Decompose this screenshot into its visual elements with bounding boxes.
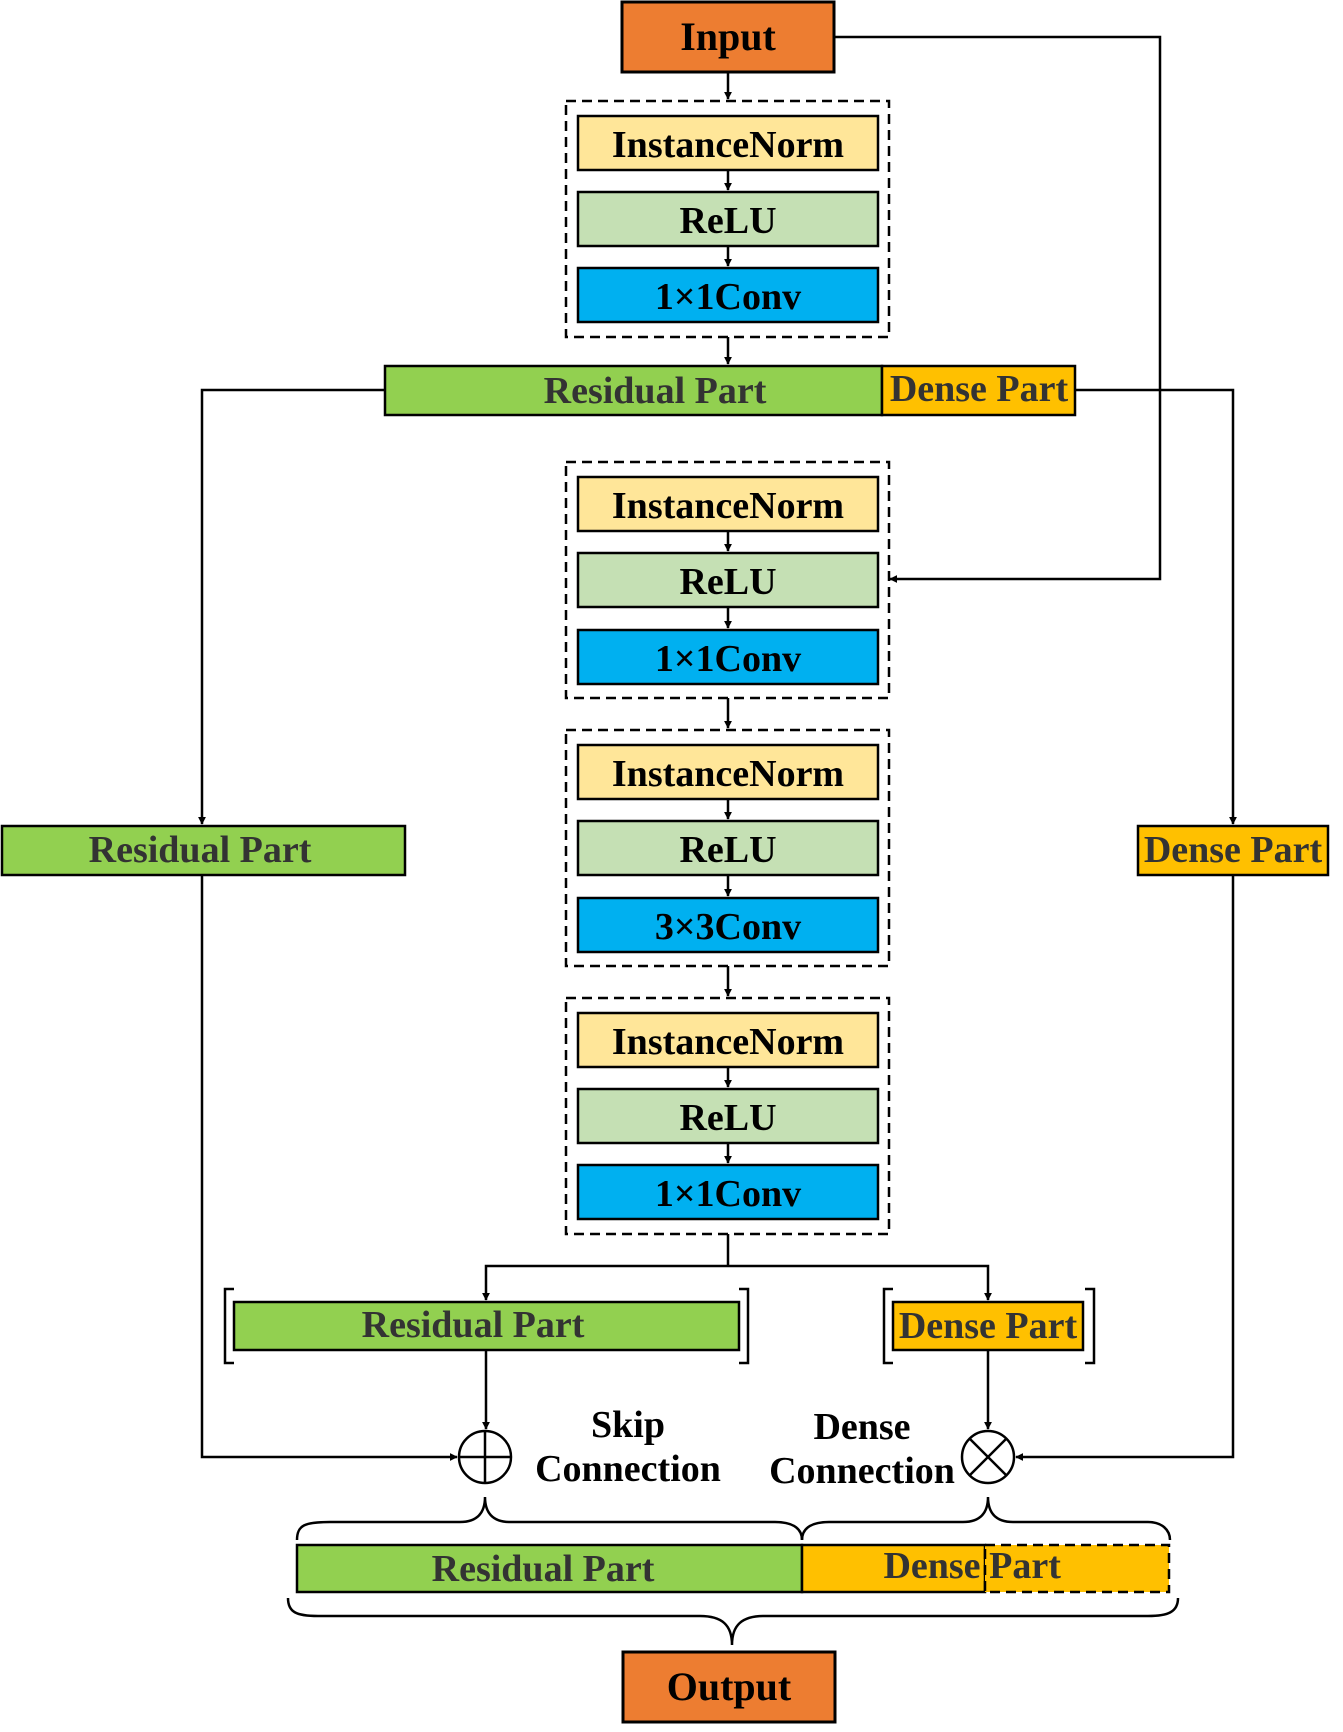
top-brace-right [800,1496,1172,1541]
output-label: Output [667,1664,792,1709]
skip-connection-label-line1: Skip [591,1404,665,1446]
merged-bar: Residual Part Dense Part [295,1543,1171,1594]
block1-conv: 1×1Conv [576,266,880,324]
add-operator-icon [457,1429,513,1485]
skip-connection-label-line2: Connection [535,1448,721,1490]
output-node: Output [621,1650,837,1724]
block1-relu-label: ReLU [679,200,776,242]
block4-relu-label: ReLU [679,1097,776,1139]
split-top-residual-label: Residual Part [544,370,767,412]
branch-dense-node: Dense Part [882,1287,1096,1365]
right-dense-node: Dense Part [1136,824,1330,877]
block2-conv: 1×1Conv [576,628,880,686]
block4-instancenorm: InstanceNorm [576,1011,880,1069]
split-top-bar: Residual Part Dense Part [383,364,1077,417]
block2-instancenorm-label: InstanceNorm [612,485,844,527]
block1-instancenorm-label: InstanceNorm [612,124,844,166]
merged-dense-label-1: Dense [883,1545,980,1587]
branch-residual-label: Residual Part [362,1304,585,1346]
block2-relu-label: ReLU [679,561,776,603]
left-residual-label: Residual Part [89,829,312,871]
merged-residual-label: Residual Part [432,1548,655,1590]
connectors [198,35,1237,1461]
merged-dense-new [983,1543,1171,1594]
dense-connection-label-line1: Dense [813,1406,910,1448]
block3-conv: 3×3Conv [576,896,880,954]
block3-relu: ReLU [576,819,880,877]
arrow-to-branch-dense [728,1264,992,1301]
conv-block-4: InstanceNorm ReLU 1×1Conv [564,996,891,1236]
split-top-dense [880,364,1077,417]
block2-relu: ReLU [576,551,880,609]
branch-dense-label: Dense Part [899,1305,1078,1347]
block1-instancenorm: InstanceNorm [576,114,880,172]
block4-instancenorm-label: InstanceNorm [612,1021,844,1063]
split-top-dense-label: Dense Part [890,368,1069,410]
dense-connection-label-line2: Connection [769,1450,955,1492]
conv-block-3: InstanceNorm ReLU 3×3Conv [564,728,891,968]
block2-conv-label: 1×1Conv [655,638,801,680]
block1-relu: ReLU [576,190,880,248]
arrow-split-to-left-residual [198,388,385,825]
block3-instancenorm: InstanceNorm [576,743,880,801]
arrow-split-to-right-dense [1075,388,1237,825]
block3-relu-label: ReLU [679,829,776,871]
block3-instancenorm-label: InstanceNorm [612,753,844,795]
multiply-operator-icon [960,1429,1016,1485]
left-residual-node: Residual Part [0,824,407,877]
merged-dense-label-2: Part [989,1545,1061,1587]
block4-relu: ReLU [576,1087,880,1145]
block4-conv: 1×1Conv [576,1163,880,1221]
merged-residual [295,1543,804,1594]
conv-block-2: InstanceNorm ReLU 1×1Conv [564,460,891,700]
arrow-to-branch-residual [482,1264,728,1301]
conv-block-1: InstanceNorm ReLU 1×1Conv [564,99,891,339]
arrow-left-residual-to-add [200,875,458,1461]
arrow-input-to-block2 [834,35,1162,583]
arrow-right-dense-to-mul [1015,875,1235,1461]
block4-conv-label: 1×1Conv [655,1173,801,1215]
input-node: Input [620,0,836,74]
branch-residual-node: Residual Part [223,1287,750,1365]
top-brace-left [295,1496,804,1541]
input-label: Input [680,14,776,59]
block2-instancenorm: InstanceNorm [576,475,880,533]
bottom-brace [286,1597,1180,1646]
right-dense-label: Dense Part [1144,829,1323,871]
merged-dense-existing [800,1543,987,1594]
block3-conv-label: 3×3Conv [655,906,801,948]
block1-conv-label: 1×1Conv [655,276,801,318]
